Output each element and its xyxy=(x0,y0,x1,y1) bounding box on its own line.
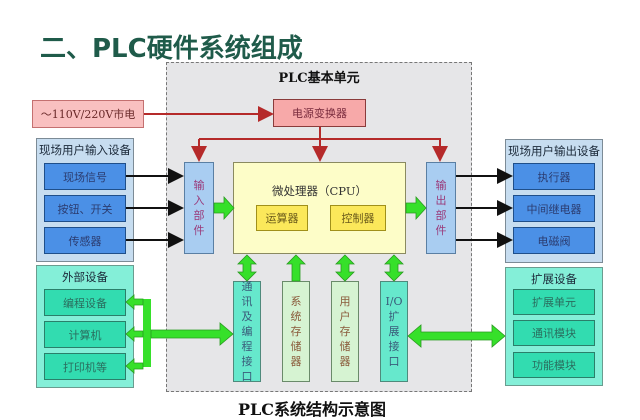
expansion-device-comm-module: 通讯模块 xyxy=(513,320,595,346)
external-devices-bus xyxy=(143,299,151,367)
io-expansion-port: I/O 扩 展 接 口 xyxy=(380,281,408,382)
expansion-devices-label: 扩展设备 xyxy=(531,272,577,286)
bus-to-computer-arrow xyxy=(125,326,144,342)
external-device-printer: 打印机等 xyxy=(44,353,126,380)
bus-to-printer-arrow xyxy=(125,358,144,374)
port-char: 用 xyxy=(339,295,351,308)
input-device-field-signal: 现场信号 xyxy=(44,163,126,190)
slide-title: 二、PLC硬件系统组成 xyxy=(40,34,303,64)
port-char: 存 xyxy=(339,325,351,338)
port-char: 通 xyxy=(241,280,253,293)
port-char: 器 xyxy=(339,355,351,368)
external-device-computer: 计算机 xyxy=(44,321,126,348)
output-device-solenoid: 电磁阀 xyxy=(513,227,595,254)
output-unit-char: 件 xyxy=(435,224,447,237)
output-device-actuator: 执行器 xyxy=(513,163,595,190)
output-devices-label: 现场用户输出设备 xyxy=(508,144,600,158)
cpu-system-memory-arrow xyxy=(286,254,306,282)
input-unit-char: 输 xyxy=(193,179,205,192)
external-device-programmer: 编程设备 xyxy=(44,289,126,316)
port-char: 存 xyxy=(290,325,302,338)
input-unit: 输 入 部 件 xyxy=(184,162,214,254)
port-char: 扩 xyxy=(388,310,400,323)
port-char: 接 xyxy=(388,340,400,353)
user-memory: 用 户 存 储 器 xyxy=(331,281,359,382)
plc-basic-unit-label: PLC基本单元 xyxy=(278,71,360,86)
input-to-cpu-arrow xyxy=(213,195,235,221)
port-char: 接 xyxy=(241,355,253,368)
port-char: 编 xyxy=(241,325,253,338)
mains-power-box: ～110V/220V市电 xyxy=(32,100,144,128)
port-char: 口 xyxy=(388,355,400,368)
cpu-io-port-arrow xyxy=(384,254,404,282)
output-unit-char: 出 xyxy=(435,194,447,207)
alu-box: 运算器 xyxy=(256,205,308,231)
input-device-sensor: 传感器 xyxy=(44,227,126,254)
port-char: 及 xyxy=(241,310,253,323)
port-char: 储 xyxy=(290,340,302,353)
output-unit-char: 部 xyxy=(435,209,447,222)
port-char: 储 xyxy=(339,340,351,353)
cpu-to-output-arrow xyxy=(405,195,427,221)
port-char: 统 xyxy=(290,310,302,323)
input-unit-char: 部 xyxy=(193,209,205,222)
system-memory: 系 统 存 储 器 xyxy=(282,281,310,382)
output-device-relay: 中间继电器 xyxy=(513,195,595,222)
port-char: 器 xyxy=(290,355,302,368)
input-unit-char: 入 xyxy=(193,194,205,207)
port-char: 展 xyxy=(388,325,400,338)
power-converter-box: 电源变换器 xyxy=(273,99,366,127)
port-char: 户 xyxy=(339,310,351,323)
external-bus-to-comm-port-arrow xyxy=(150,322,234,346)
port-char: 系 xyxy=(290,295,302,308)
cpu-comm-port-arrow xyxy=(237,254,257,282)
expansion-device-function-module: 功能模块 xyxy=(513,352,595,378)
port-char: 讯 xyxy=(241,295,253,308)
input-unit-char: 件 xyxy=(193,224,205,237)
bus-to-programmer-arrow xyxy=(125,294,144,310)
port-char: 口 xyxy=(241,370,253,383)
expansion-device-unit: 扩展单元 xyxy=(513,289,595,315)
comm-programming-port: 通 讯 及 编 程 接 口 xyxy=(233,280,261,383)
input-device-buttons-switches: 按钮、开关 xyxy=(44,195,126,222)
external-devices-label: 外部设备 xyxy=(62,270,108,284)
diagram-caption: PLC系统结构示意图 xyxy=(238,400,387,419)
port-char: I/O xyxy=(385,295,403,308)
port-char: 程 xyxy=(241,340,253,353)
io-port-expansion-arrow xyxy=(407,324,506,348)
cpu-label: 微处理器（CPU） xyxy=(271,184,368,198)
input-devices-label: 现场用户输入设备 xyxy=(39,143,131,157)
controller-box: 控制器 xyxy=(330,205,386,231)
output-unit-char: 输 xyxy=(435,179,447,192)
cpu-user-memory-arrow xyxy=(335,254,355,282)
